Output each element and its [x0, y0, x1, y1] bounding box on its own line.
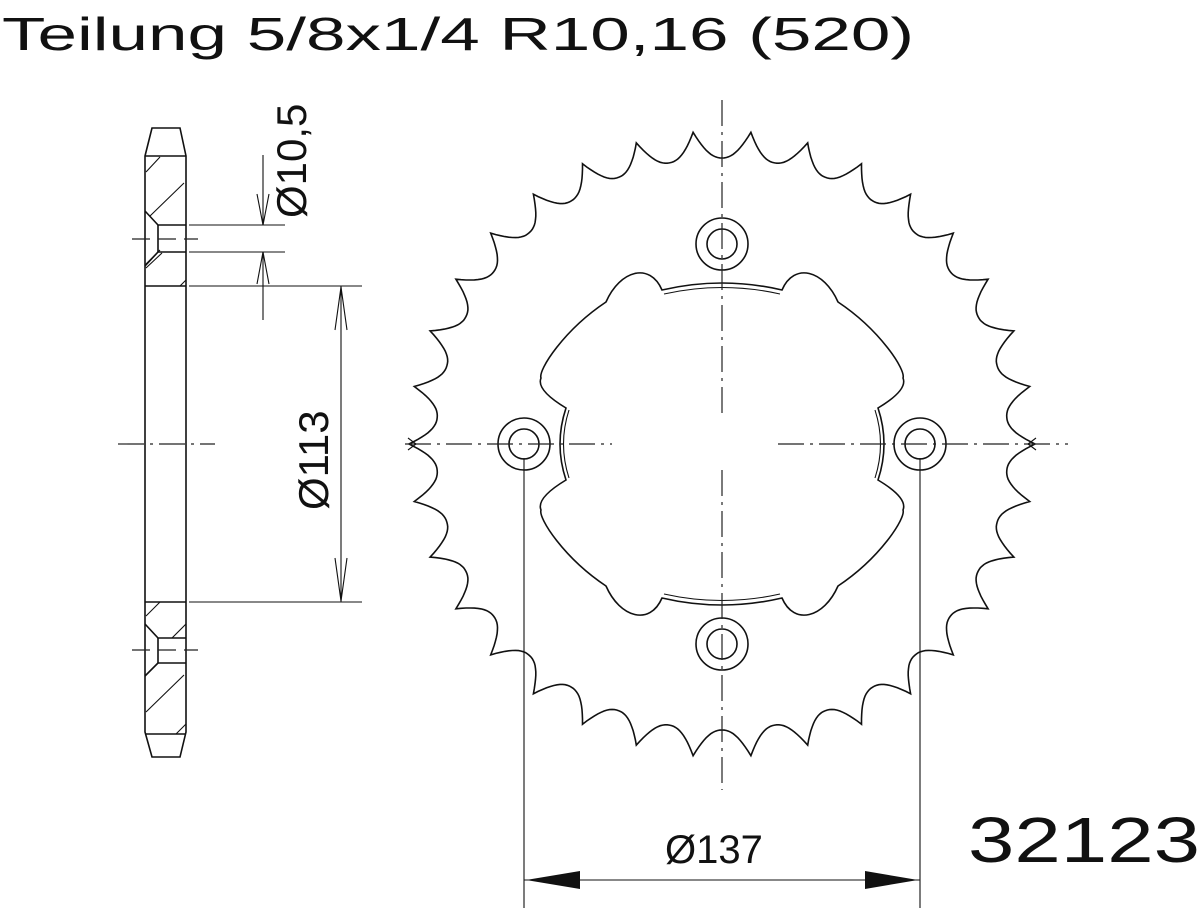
bolt-circle-diameter-label: Ø137 — [665, 828, 763, 872]
bore-dimension: Ø113 — [189, 285, 362, 603]
drawing-title: Teilung 5/8x1/4 R10,16 (520) — [2, 8, 914, 60]
side-section-view — [118, 127, 215, 758]
center-cutout — [539, 272, 905, 616]
bore-diameter-label: Ø113 — [290, 410, 337, 510]
bolt-hole-dimension: Ø10,5 — [189, 104, 315, 320]
sprocket-front-view — [405, 100, 1068, 790]
bolt-circle-dimension: Ø137 — [523, 458, 921, 908]
part-number: 32123 — [968, 804, 1200, 876]
bolt-hole-diameter-label: Ø10,5 — [268, 104, 315, 218]
